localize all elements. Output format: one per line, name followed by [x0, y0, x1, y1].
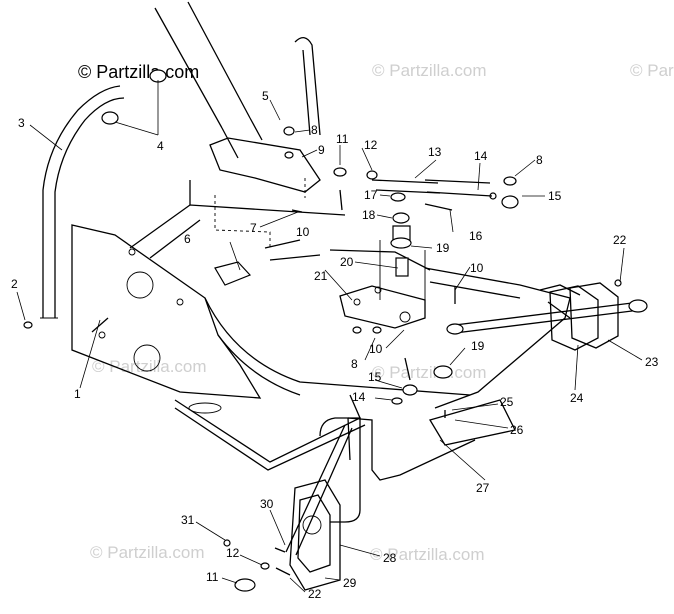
pedestal	[347, 417, 476, 481]
callout-number: 6	[184, 232, 191, 246]
callout-number: 29	[343, 576, 357, 590]
callout-number: 19	[436, 241, 450, 255]
callout-number: 24	[570, 391, 584, 405]
leader-lines	[16, 80, 643, 593]
nut	[503, 176, 517, 186]
callout-number: 16	[469, 229, 483, 243]
gasket	[549, 285, 599, 351]
watermark-faint: © Partzilla.com	[92, 357, 207, 376]
callout-number: 22	[308, 587, 322, 601]
bolt	[91, 317, 109, 333]
nut	[366, 170, 378, 180]
steering-column	[285, 424, 353, 556]
line-art	[23, 1, 648, 592]
tie-rod	[454, 301, 641, 334]
callout-number: 11	[206, 570, 219, 584]
callout-number: 13	[428, 145, 442, 159]
cap	[101, 111, 119, 125]
callout-number: 28	[383, 551, 397, 565]
watermark-main: © Partzilla.com	[78, 62, 199, 82]
callout-number: 7	[250, 221, 257, 235]
callout-number: 19	[471, 339, 485, 353]
callout-number: 4	[157, 139, 164, 153]
watermark-faint: © Partzilla.com	[90, 543, 205, 562]
rod-end	[234, 578, 256, 592]
watermark-faint: © Partzilla.com	[370, 545, 485, 564]
rod-end	[501, 195, 519, 209]
callout-number: 14	[474, 149, 488, 163]
callout-number: 3	[18, 116, 25, 130]
callout-number: 30	[260, 497, 274, 511]
callout-number: 10	[470, 261, 484, 275]
callout-number: 14	[352, 390, 366, 404]
skid-plate	[174, 394, 361, 463]
callout-number: 25	[500, 395, 514, 409]
callout-number: 21	[314, 269, 328, 283]
tub-top	[129, 204, 346, 259]
spacer-tube	[424, 179, 493, 197]
callout-number: 1	[74, 387, 81, 401]
upper-bracket	[209, 137, 321, 193]
nut	[390, 192, 406, 202]
callout-number: 12	[226, 546, 240, 560]
steering-shaft	[154, 1, 251, 129]
callout-number: 11	[336, 132, 349, 146]
watermark-faint: © Partzilla.com	[372, 61, 487, 80]
callout-number: 22	[613, 233, 627, 247]
bolt	[424, 203, 453, 211]
callout-number: 26	[510, 423, 524, 437]
bolt	[339, 189, 343, 211]
floor-pan	[204, 297, 471, 396]
spacer-tube	[371, 179, 441, 194]
washer	[333, 167, 347, 177]
bushing	[433, 365, 453, 379]
callout-number: 10	[369, 342, 383, 356]
side-plate	[71, 224, 262, 399]
callout-labels: 1 2 3 4 5 8 9 11 12 13 14 8 15 17 18 16 …	[11, 89, 659, 601]
callout-number: 12	[364, 138, 378, 152]
handle-bar	[42, 85, 125, 318]
gasket	[569, 282, 619, 349]
callout-number: 27	[476, 481, 490, 495]
callout-number: 2	[11, 277, 18, 291]
callout-number: 9	[318, 143, 325, 157]
watermark-faint: © Partzilla.com	[630, 61, 674, 80]
callout-number: 31	[181, 513, 195, 527]
plate	[339, 285, 426, 329]
callout-number: 10	[296, 225, 310, 239]
callout-number: 15	[548, 189, 562, 203]
nut	[283, 126, 295, 136]
watermark-faint: © Partzilla.com	[372, 363, 487, 382]
callout-number: 18	[362, 208, 376, 222]
callout-number: 23	[645, 355, 659, 369]
callout-number: 8	[536, 153, 543, 167]
callout-number: 15	[368, 370, 382, 384]
bracket	[214, 261, 252, 286]
frame-rail	[424, 267, 571, 409]
callout-number: 17	[364, 188, 378, 202]
callout-number: 8	[351, 357, 358, 371]
callout-number: 8	[311, 123, 318, 137]
frame-pipe	[294, 37, 321, 136]
watermark-faint-group: © Partzilla.com © Partzilla.com © Partzi…	[90, 61, 674, 564]
callout-number: 5	[262, 89, 269, 103]
callout-number: 20	[340, 255, 354, 269]
